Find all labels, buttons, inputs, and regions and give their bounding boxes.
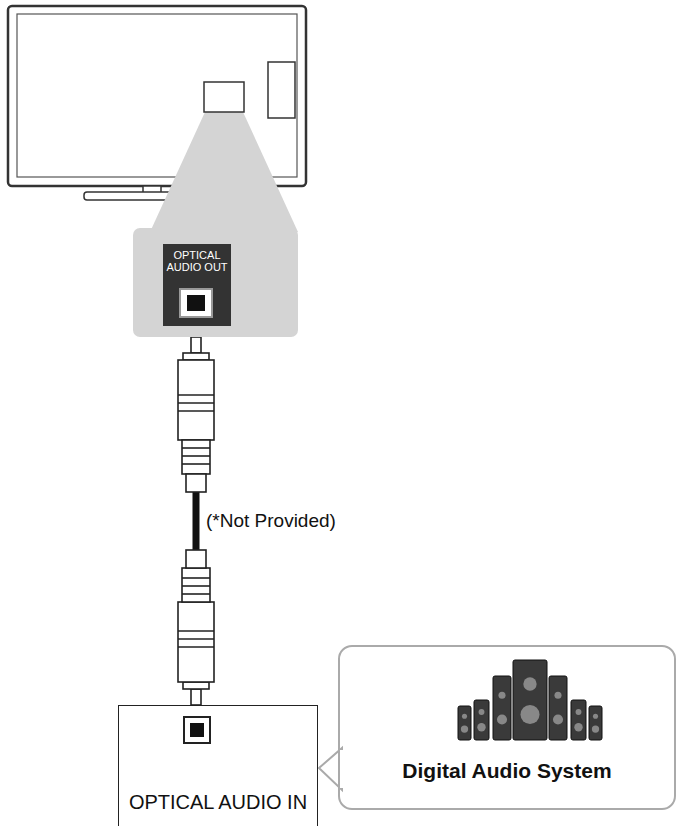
port-label: OPTICAL AUDIO IN	[119, 791, 317, 814]
plug-groove	[182, 455, 210, 457]
plug-groove	[178, 410, 214, 412]
plug-groove	[182, 447, 210, 449]
plug-part	[178, 602, 214, 682]
plug-part	[186, 550, 206, 568]
plug-groove	[182, 463, 210, 465]
plug-part	[182, 568, 210, 602]
speaker-cone	[554, 692, 561, 699]
port-hole	[190, 723, 204, 737]
speaker-box	[589, 706, 602, 740]
speaker-cone	[498, 692, 505, 699]
cable-note: (*Not Provided)	[204, 510, 338, 532]
plug-groove	[182, 585, 210, 587]
device-panel: OPTICAL AUDIO IN	[118, 705, 318, 826]
speaker-cone	[462, 714, 467, 719]
port-plate: OPTICAL AUDIO OUT	[163, 244, 231, 326]
port-callout-panel: OPTICAL AUDIO OUT	[133, 228, 298, 337]
plug-groove	[182, 593, 210, 595]
optical-port	[179, 288, 213, 318]
speaker-cone	[592, 725, 599, 732]
optical-port	[183, 716, 211, 744]
speaker-cone	[523, 677, 536, 690]
speaker-cone	[520, 705, 539, 724]
speaker-box	[474, 700, 489, 740]
plug-groove	[178, 402, 214, 404]
plug-groove	[178, 394, 214, 396]
tv-side-panel	[268, 62, 295, 118]
speaker-box	[549, 676, 567, 740]
plug-part	[182, 440, 210, 474]
plug-part	[186, 474, 206, 492]
speaker-box	[513, 660, 547, 740]
plug-part	[191, 689, 201, 705]
speaker-box	[571, 700, 586, 740]
plug-part	[191, 337, 201, 353]
speaker-cone	[497, 714, 507, 724]
plug-groove	[178, 630, 214, 632]
tv-port-area	[204, 82, 244, 112]
speaker-cone	[477, 723, 485, 731]
speaker-box	[493, 676, 511, 740]
speaker-cone	[461, 725, 468, 732]
plug-part	[178, 360, 214, 440]
bubble-pointer-cover	[340, 750, 345, 788]
speaker-icon	[458, 660, 602, 740]
device-bubble: Digital Audio System	[338, 645, 676, 810]
speaker-cone	[593, 714, 598, 719]
plug-part	[183, 682, 209, 689]
callout-wedge	[150, 112, 298, 232]
speaker-cone	[576, 709, 582, 715]
port-label: OPTICAL AUDIO OUT	[163, 249, 231, 273]
speaker-cone	[574, 723, 582, 731]
device-name: Digital Audio System	[340, 759, 674, 783]
plug-groove	[178, 646, 214, 648]
port-hole	[187, 295, 205, 311]
plug-groove	[178, 638, 214, 640]
plug-part	[183, 353, 209, 360]
speaker-cone	[553, 714, 563, 724]
speaker-box	[458, 706, 471, 740]
plug-groove	[182, 577, 210, 579]
speaker-cone	[479, 709, 485, 715]
